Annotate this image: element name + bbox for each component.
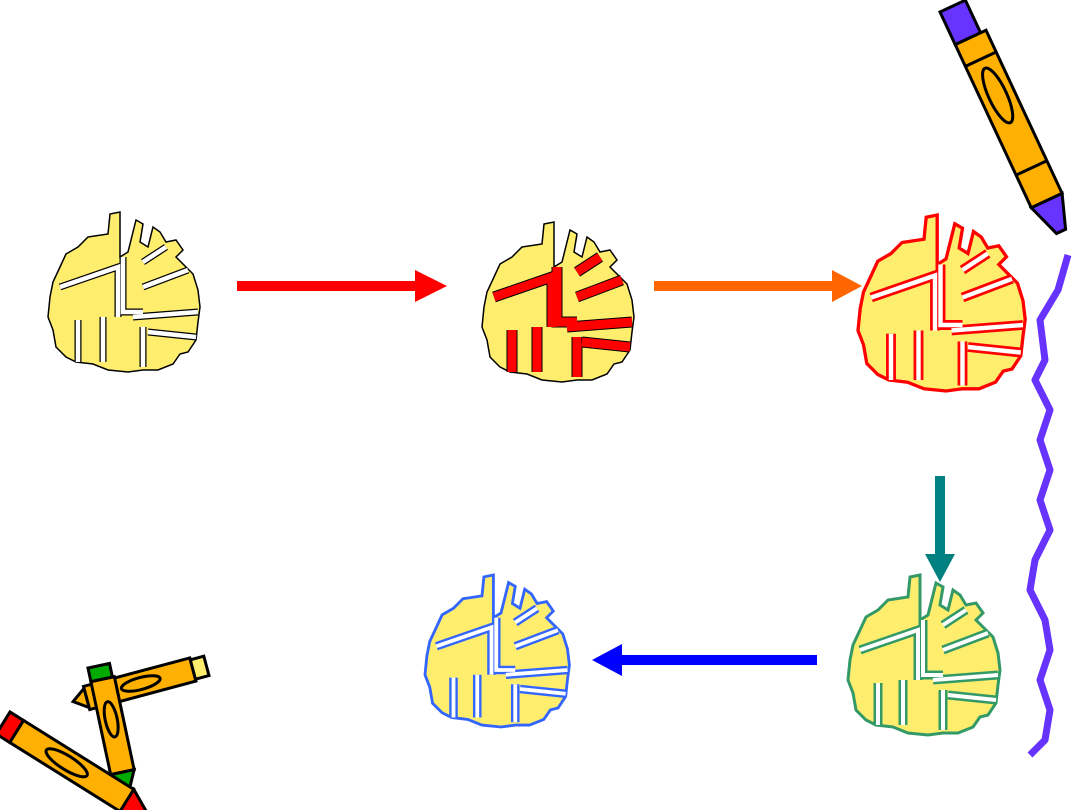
arrow-orange xyxy=(654,270,862,302)
crayons-pair-icon xyxy=(0,654,211,810)
cerebellum-blob-red-slits xyxy=(481,221,634,383)
cerebellum-blob-blue-outline xyxy=(423,573,569,729)
cerebellum-blob-plain xyxy=(47,211,200,373)
arrow-red xyxy=(237,270,447,302)
arrow-blue xyxy=(592,644,817,676)
squiggle-line xyxy=(1026,254,1072,758)
arrow-teal xyxy=(925,476,955,582)
cerebellum-blob-green-outline xyxy=(846,573,1000,737)
crayon-icon xyxy=(938,0,1068,236)
cerebellum-blob-red-outline xyxy=(856,213,1025,393)
